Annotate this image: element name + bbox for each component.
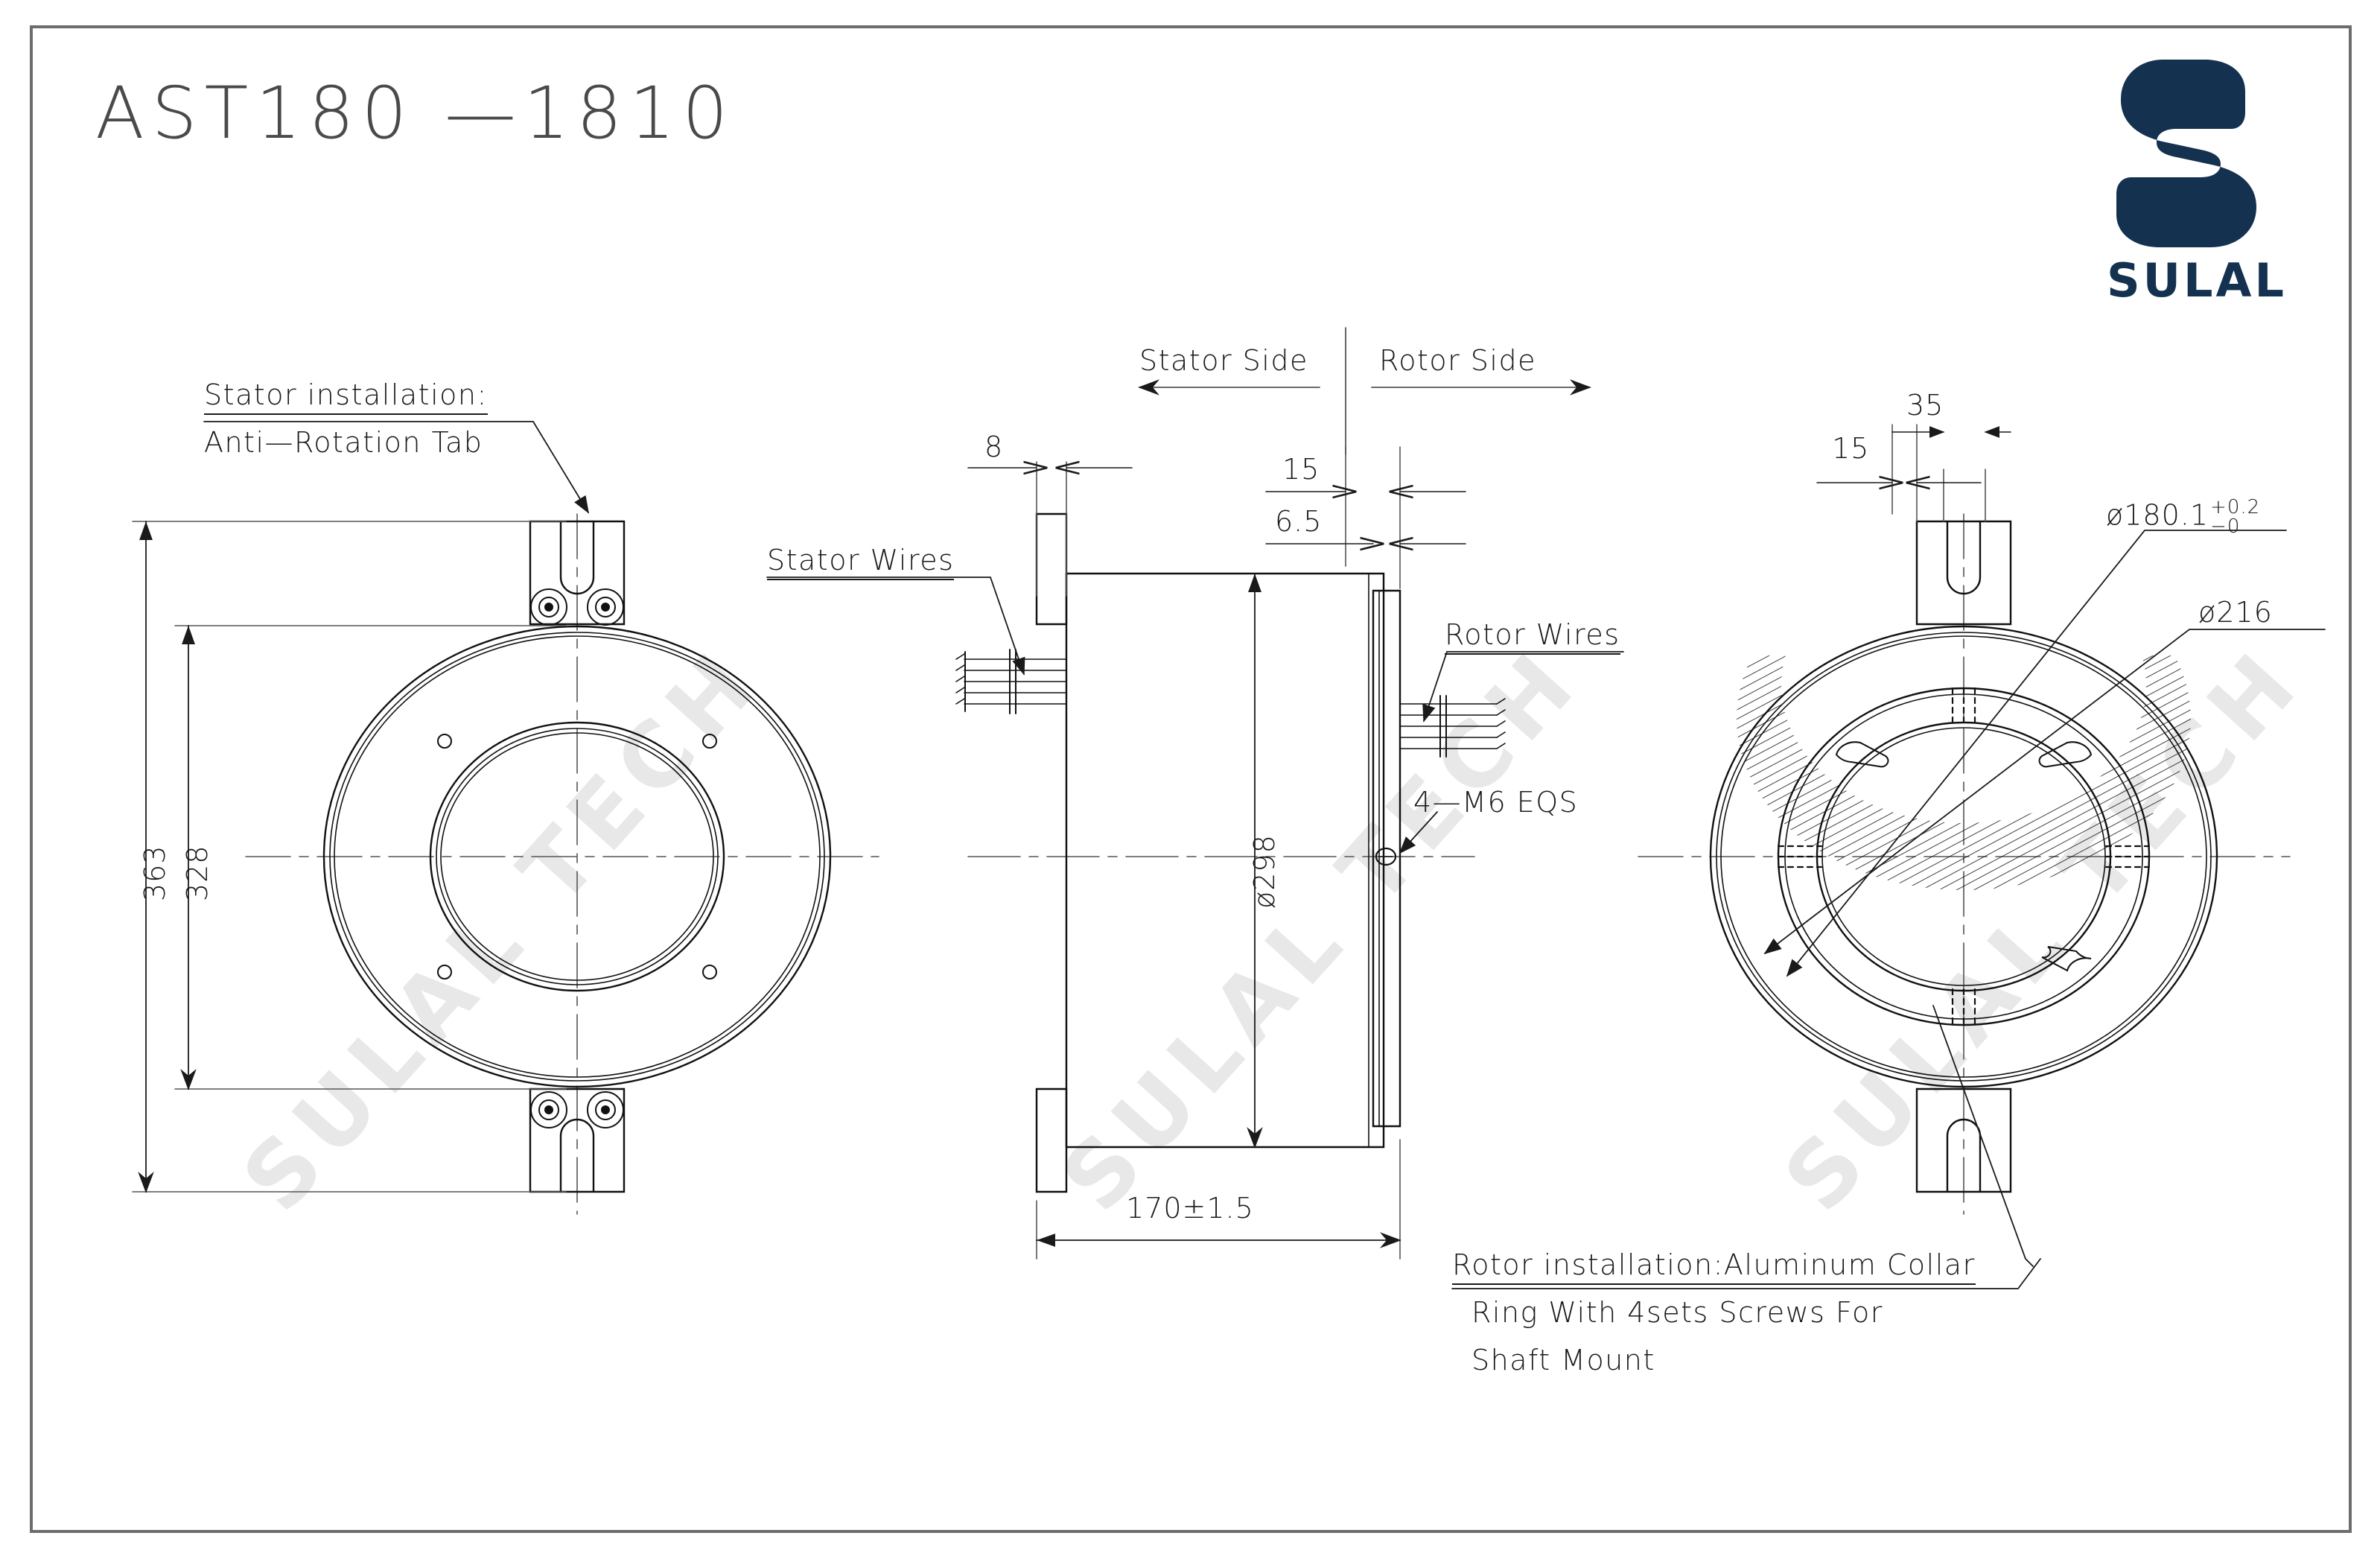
dim-label-15-section: 15 xyxy=(1282,453,1320,486)
callout-rotor-installation-line3: Shaft Mount xyxy=(1471,1344,1655,1377)
callout-rotor-installation-line2: Ring With 4sets Screws For xyxy=(1471,1296,1883,1329)
bore-tol-lower: −0 xyxy=(2210,515,2241,538)
dim-label-328: 328 xyxy=(181,845,214,901)
dim-label-363: 363 xyxy=(139,845,171,901)
dim-label-collar-diameter: ø216 xyxy=(2198,596,2273,629)
front-tab-top xyxy=(529,520,626,626)
dim-label-8: 8 xyxy=(984,431,1004,463)
bore-tol-upper: +0.2 xyxy=(2210,496,2261,518)
bore-diameter-value: ø180.1 xyxy=(2106,498,2209,532)
dim-label-35: 35 xyxy=(1906,389,1944,422)
callout-stator-installation-line2: Anti—Rotation Tab xyxy=(204,426,483,459)
label-stator-side: Stator Side xyxy=(1139,344,1308,377)
stator-wire-bundle xyxy=(955,649,1067,714)
front-tab-bottom xyxy=(529,1088,626,1193)
collar-slots xyxy=(1835,741,2093,972)
section-view-geometry xyxy=(766,327,1624,1260)
rotor-wire-bundle xyxy=(1399,695,1506,758)
callout-rotor-wires: Rotor Wires xyxy=(1445,618,1620,655)
label-rotor-side: Rotor Side xyxy=(1379,344,1536,377)
callout-thread-spec: 4—M6 EQS xyxy=(1413,786,1579,819)
page-title: AST180 —1810 xyxy=(95,72,736,155)
dim-label-170: 170±1.5 xyxy=(1126,1192,1254,1225)
dim-label-dia298: ø298 xyxy=(1248,834,1281,909)
sulal-s-logo xyxy=(2085,45,2309,313)
callout-stator-installation-line1: Stator installation: xyxy=(204,378,488,415)
dim-label-6p5: 6.5 xyxy=(1275,505,1323,538)
brand-name: SULAL xyxy=(2107,253,2287,308)
rear-tab-top xyxy=(1915,520,2012,626)
dim-label-15-rear: 15 xyxy=(1832,432,1870,465)
rear-view-geometry xyxy=(1451,424,2326,1289)
callout-stator-wires: Stator Wires xyxy=(767,544,955,580)
dim-label-bore-diameter: ø180.1+0.2−0 xyxy=(2106,498,2260,536)
front-view-geometry xyxy=(132,421,879,1215)
callout-rotor-installation-line1: Rotor installation:Aluminum Collar xyxy=(1452,1248,1976,1285)
sheet-border xyxy=(30,25,2352,1533)
